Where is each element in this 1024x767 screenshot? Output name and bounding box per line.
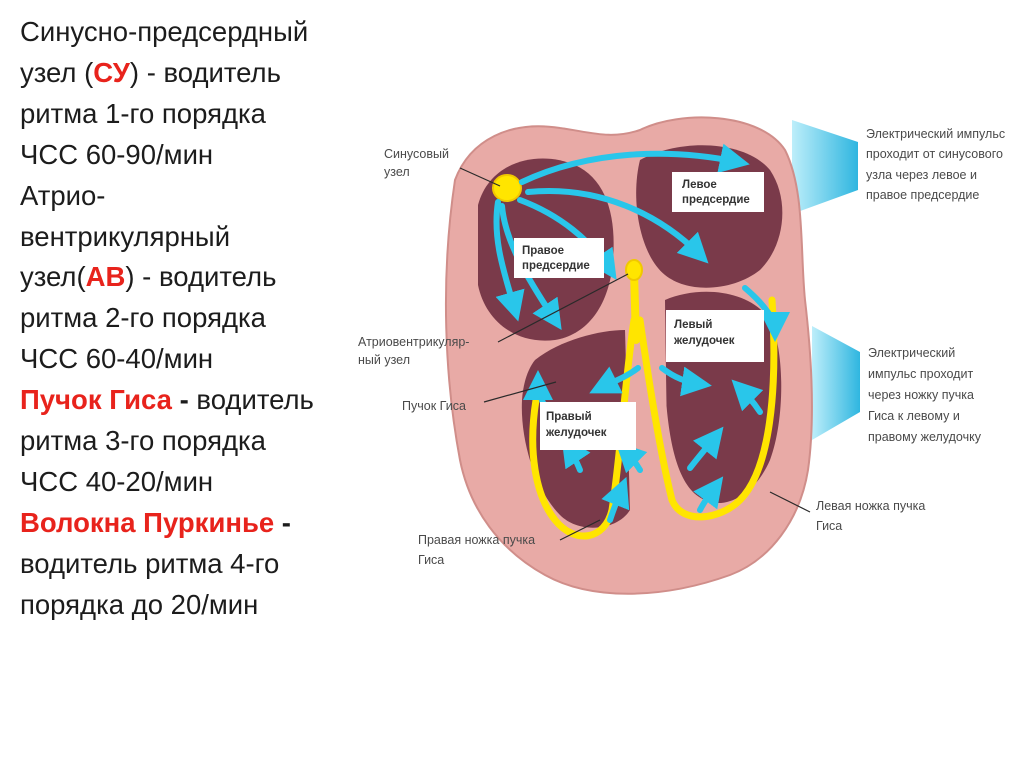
av-node — [625, 259, 643, 281]
av-node-label-line1: Атриовентрикуляр- — [358, 335, 469, 349]
impulse-atria-note-line4: правое предсердие — [866, 188, 979, 202]
impulse-arrow — [742, 285, 790, 342]
impulse-arrow — [693, 476, 724, 513]
left-branch-pointer — [769, 491, 811, 513]
label-box — [514, 238, 604, 278]
impulse-arrow — [589, 365, 641, 394]
right-branch-label-line1: Правая ножка пучка — [418, 533, 535, 547]
text-part: - — [171, 384, 197, 416]
text-line-13: Волокна Пуркинье - — [20, 503, 380, 544]
left-atrium-chamber — [636, 145, 783, 288]
left-branch-label-line1: Левая ножка пучка — [816, 499, 925, 513]
text-line-2: узел (СУ) - водитель — [20, 53, 380, 94]
left-branch-label-line2: Гиса — [816, 519, 842, 533]
impulse-ventricles-cone — [812, 326, 860, 440]
sinus-node-label-line2: узел — [384, 165, 410, 179]
impulse-arrow — [601, 476, 630, 523]
impulse-arrow — [525, 188, 709, 264]
his-bundle-pointer — [483, 381, 557, 403]
text-line-1: Синусно-предсердный — [20, 16, 309, 47]
text-part: узел( — [20, 261, 86, 293]
impulse-arrow — [615, 441, 648, 474]
left-atrium-label-line2: предсердие — [682, 194, 750, 206]
impulse-atria-note-line1: Электрический импульс — [866, 127, 1005, 141]
impulse-ventricles-note-line3: через ножку пучка — [868, 388, 974, 402]
impulse-ventricles-note-line1: Электрический — [868, 346, 955, 360]
text-line-15: порядка до 20/мин — [20, 588, 259, 620]
impulse-atria-note-line3: узла через левое и — [866, 168, 977, 182]
text-part: водитель — [196, 384, 314, 416]
impulse-atria-note: Электрический импульс проходит от синусов… — [866, 127, 1005, 202]
impulse-ventricles-note-line4: Гиса к левому и — [868, 409, 960, 423]
left-atrium-label-box: Левое предсердие — [672, 172, 764, 212]
text-line-12: ЧСС 40-20/мин — [20, 465, 214, 497]
av-abbreviation: АВ — [85, 261, 126, 293]
impulse-atria-cone — [792, 120, 858, 214]
his-bundle-term: Пучок Гиса — [20, 384, 172, 416]
text-part: ) - водитель — [125, 261, 277, 293]
right-atrium-label-box: Правое предсердие — [514, 238, 604, 278]
impulse-ventricles-note-line5: правому желудочку — [868, 430, 982, 444]
text-line-7: узел(АВ) - водитель — [20, 257, 380, 298]
text-part: ) - водитель — [129, 56, 281, 88]
text-part: - — [274, 506, 291, 538]
impulse-arrow — [731, 379, 764, 415]
left-ventricle-label-box: Левый желудочек — [666, 310, 764, 362]
pacemaker-hierarchy-text: Синусно-предсердный узел (СУ) - водитель… — [20, 12, 380, 626]
his-bundle-label: Пучок Гиса — [402, 399, 466, 413]
label-box — [540, 402, 636, 450]
right-branch-pointer — [559, 519, 601, 541]
left-atrium-label-line1: Левое — [682, 179, 717, 191]
text-line-8: ритма 2-го порядка — [20, 302, 266, 334]
label-box — [672, 172, 764, 212]
av-node-pointer — [497, 273, 629, 343]
impulse-atria-note-line2: проходит от синусового — [866, 147, 1003, 161]
sinus-node — [492, 174, 522, 202]
right-ventricle-label-box: Правый желудочек — [540, 402, 636, 450]
impulse-arrow — [493, 199, 525, 322]
sinus-node-pointer — [459, 167, 501, 187]
purkinje-term: Волокна Пуркинье — [20, 506, 275, 538]
right-ventricle-label-line1: Правый — [546, 411, 592, 423]
av-node-label: Атриовентрикуляр-ный узел — [358, 335, 469, 367]
left-ventricle-label-line1: Левый — [674, 319, 712, 331]
impulse-arrow — [659, 365, 712, 397]
text-line-4: ЧСС 60-90/мин — [20, 138, 214, 170]
text-part: узел ( — [20, 56, 94, 88]
text-line-3: ритма 1-го порядка — [20, 97, 266, 129]
right-ventricle-label-line2: желудочек — [545, 427, 607, 439]
pointer-lines — [459, 167, 811, 541]
av-node-label-line2: ный узел — [358, 353, 410, 367]
impulse-arrow — [519, 143, 750, 185]
text-line-14: водитель ритма 4-го — [20, 547, 280, 579]
text-line-10: Пучок Гиса - водитель — [20, 380, 380, 421]
text-line-9: ЧСС 60-40/мин — [20, 343, 214, 375]
impulse-ventricles-note-line2: импульс проходит — [868, 367, 973, 381]
impulse-arrows — [493, 143, 790, 523]
text-line-5: Атрио- — [20, 179, 106, 211]
su-abbreviation: СУ — [93, 56, 130, 88]
right-atrium-label-line2: предсердие — [522, 260, 590, 272]
right-atrium-label-line1: Правое — [522, 245, 564, 257]
right-branch-label-line2: Гиса — [418, 553, 444, 567]
left-ventricle-label-line2: желудочек — [673, 335, 735, 347]
sinus-node-label-line1: Синусовый — [384, 147, 449, 161]
impulse-arrow — [687, 426, 724, 471]
label-box — [666, 310, 764, 362]
impulse-ventricles-note: Электрический импульс проходит через ножку… — [868, 346, 982, 444]
left-bundle-branch — [636, 296, 778, 521]
text-line-11: ритма 3-го порядка — [20, 425, 266, 457]
text-line-6: вентрикулярный — [20, 220, 231, 252]
sinus-node-label: Синусовый узел — [384, 147, 449, 179]
